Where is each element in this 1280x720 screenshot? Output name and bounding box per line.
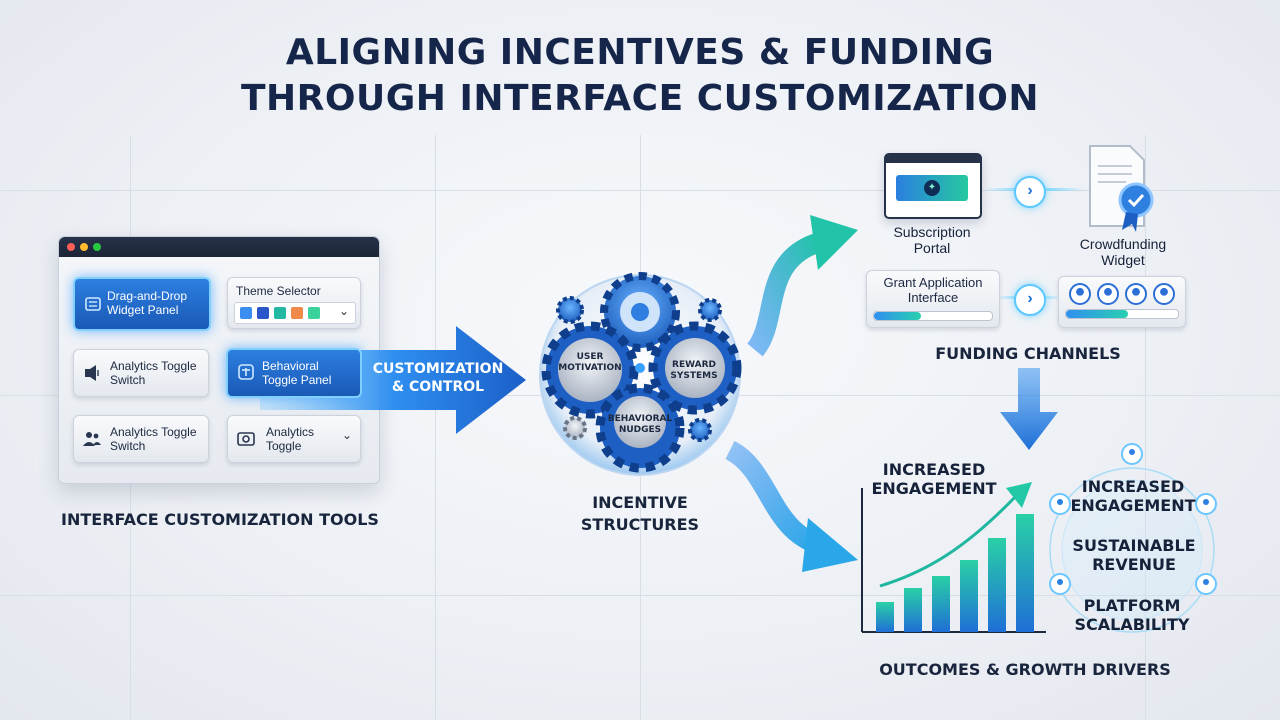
camera-icon — [237, 432, 255, 446]
subscription-portal-window[interactable]: ✦ — [884, 153, 982, 219]
backer-avatar-icon — [1069, 283, 1091, 305]
chart-increased-engagement-label: INCREASED ENGAGEMENT — [871, 460, 997, 498]
crowdfunding-progress-fill — [1066, 310, 1128, 318]
title-line-1: ALIGNING INCENTIVES & FUNDING — [285, 32, 995, 73]
window-titlebar — [59, 237, 379, 257]
speaker-icon — [85, 365, 99, 381]
incentive-gears — [539, 272, 742, 476]
analytics-toggle-switch[interactable]: Analytics Toggle Switch — [73, 349, 209, 397]
theme-swatches: ⌄ — [234, 302, 356, 324]
user-motivation-gear — [541, 321, 639, 419]
theme-swatch[interactable] — [240, 307, 252, 319]
drag-drop-label: Drag-and-Drop Widget Panel — [107, 289, 188, 317]
subscription-card: ✦ — [896, 175, 968, 201]
grid-line — [435, 135, 436, 720]
chart-bar — [904, 588, 922, 632]
subscription-portal-label: Subscription Portal — [893, 224, 971, 256]
theme-swatch[interactable] — [257, 307, 269, 319]
outcome-item: INCREASED ENGAGEMENT — [1070, 477, 1196, 515]
tools-caption: INTERFACE CUSTOMIZATION TOOLS — [61, 510, 379, 529]
grant-application-interface[interactable]: Grant Application Interface — [866, 270, 1000, 328]
backer-avatar-icon — [1153, 283, 1175, 305]
behavioral-toggle-label: Behavioral Toggle Panel — [262, 359, 332, 387]
flow-curves — [724, 215, 858, 572]
backer-avatar-icon — [1125, 283, 1147, 305]
user-motivation-label: USER MOTIVATION — [558, 352, 622, 373]
page-title: ALIGNING INCENTIVES & FUNDING THROUGH IN… — [0, 30, 1280, 122]
window-close-dot[interactable] — [67, 243, 75, 251]
chart-bar — [1016, 514, 1034, 632]
tag-icon — [238, 364, 254, 380]
grid-line — [1145, 135, 1146, 720]
grant-progress-bar — [873, 311, 993, 321]
down-arrow — [1000, 368, 1058, 450]
top-gear — [600, 272, 680, 352]
trend-arrow — [879, 494, 1018, 588]
analytics-toggle-label: Analytics Toggle Switch — [110, 359, 197, 387]
analytics-toggle-label: Analytics Toggle Switch — [110, 425, 197, 453]
chart-bar — [988, 538, 1006, 632]
users-icon — [83, 432, 101, 446]
theme-selector[interactable]: Theme Selector ⌄ — [227, 277, 361, 329]
theme-swatch[interactable] — [291, 307, 303, 319]
subscription-titlebar — [886, 155, 980, 163]
behavioral-toggle-panel[interactable]: Behavioral Toggle Panel — [226, 348, 362, 398]
outcomes-caption: OUTCOMES & GROWTH DRIVERS — [879, 660, 1171, 679]
chart-bar — [960, 560, 978, 632]
drag-drop-widget-panel[interactable]: Drag-and-Drop Widget Panel — [73, 277, 211, 331]
chevron-right-icon[interactable]: › — [1014, 284, 1046, 316]
document-badge-icon — [1089, 145, 1154, 232]
funding-caption: FUNDING CHANNELS — [935, 344, 1121, 363]
incentives-caption: INCENTIVE STRUCTURES — [580, 493, 700, 534]
chevron-down-icon[interactable]: ⌄ — [341, 428, 352, 442]
reward-systems-label: REWARD SYSTEMS — [670, 360, 718, 381]
reward-systems-gear — [648, 321, 742, 415]
grant-application-label: Grant Application Interface — [883, 275, 983, 305]
customization-tools-window: Drag-and-Drop Widget Panel Theme Selecto… — [58, 236, 380, 484]
grant-progress-fill — [874, 312, 922, 320]
outcome-item: PLATFORM SCALABILITY — [1074, 596, 1190, 634]
sparkle-icon: ✦ — [924, 180, 940, 196]
growth-bar-chart — [861, 482, 1046, 633]
outcome-item: SUSTAINABLE REVENUE — [1072, 536, 1196, 574]
crowdfunding-widget-label: Crowdfunding Widget — [1079, 236, 1167, 268]
analytics-toggle[interactable]: Analytics Toggle ⌄ — [227, 415, 361, 463]
theme-swatch[interactable] — [308, 307, 320, 319]
chart-bar — [932, 576, 950, 632]
backer-avatar-icon — [1097, 283, 1119, 305]
crowdfunding-progress-bar — [1065, 309, 1179, 319]
chart-bar — [876, 602, 894, 632]
window-maximize-dot[interactable] — [93, 243, 101, 251]
crowdfunding-widget[interactable] — [1058, 276, 1186, 328]
widget-panel-icon — [85, 297, 101, 311]
behavioral-nudges-gear — [595, 383, 685, 473]
theme-selector-label: Theme Selector — [236, 284, 321, 298]
analytics-toggle-switch[interactable]: Analytics Toggle Switch — [73, 415, 209, 463]
window-minimize-dot[interactable] — [80, 243, 88, 251]
analytics-toggle-label: Analytics Toggle — [266, 425, 315, 453]
chevron-right-icon[interactable]: › — [1014, 176, 1046, 208]
behavioral-nudges-label: BEHAVIORAL NUDGES — [607, 414, 673, 435]
theme-swatch[interactable] — [274, 307, 286, 319]
outcomes-ring — [1049, 443, 1217, 633]
title-line-2: THROUGH INTERFACE CUSTOMIZATION — [240, 78, 1040, 119]
customization-control-label: CUSTOMIZATION & CONTROL — [372, 361, 504, 395]
chevron-down-icon[interactable]: ⌄ — [338, 304, 349, 318]
